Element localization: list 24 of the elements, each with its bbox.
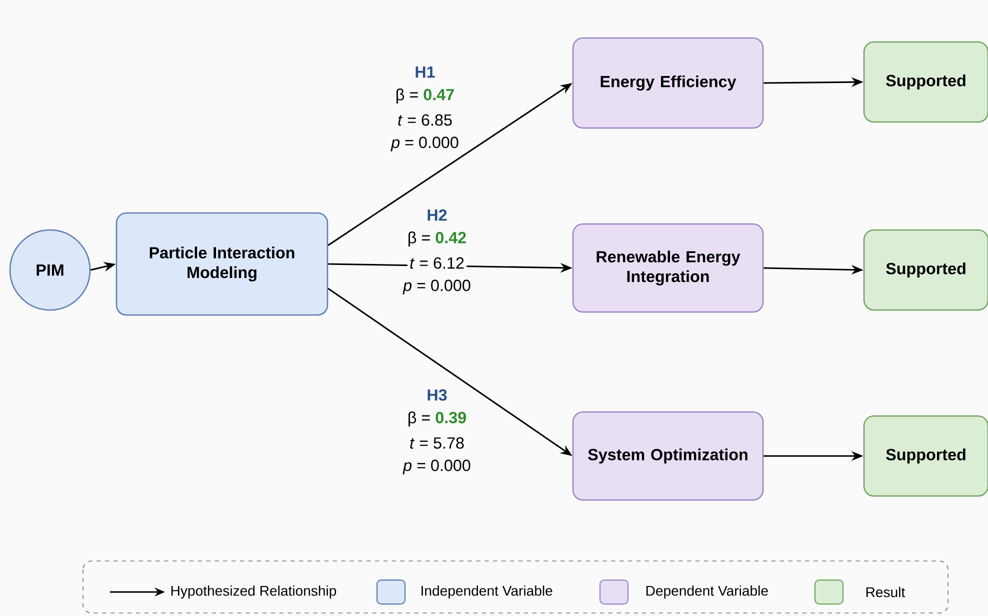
process-box: Supported <box>863 415 988 497</box>
legend-label: Hypothesized Relationship <box>171 585 336 599</box>
statistic-label: t = 6.85 <box>395 112 455 128</box>
process-box: Supported <box>863 41 988 123</box>
process-box: System Optimization <box>572 411 764 501</box>
process-box: Particle Interaction Modeling <box>116 212 328 316</box>
legend-label: Independent Variable <box>422 585 552 599</box>
process-box: Supported <box>863 229 988 311</box>
legend-label: Dependent Variable <box>646 585 768 599</box>
process-box: Energy Efficiency <box>572 37 764 129</box>
statistic-label: p = 0.000 <box>388 134 462 154</box>
statistic-label: t = 6.12 <box>407 255 467 271</box>
statistic-label: β = 0.47 <box>393 86 457 106</box>
statistic-label: t = 5.78 <box>407 435 467 451</box>
statistic-label: p = 0.000 <box>400 458 474 476</box>
statistic-label: p = 0.000 <box>400 278 474 296</box>
edge-label: H2 <box>424 207 450 223</box>
circle-node: PIM <box>9 229 91 311</box>
edge-label: H1 <box>412 64 438 80</box>
statistic-label: β = 0.39 <box>405 409 469 429</box>
legend-label: Result <box>866 586 906 598</box>
process-box: Renewable Energy Integration <box>572 223 764 313</box>
statistic-label: β = 0.42 <box>405 229 469 249</box>
edge-label: H3 <box>424 387 450 403</box>
